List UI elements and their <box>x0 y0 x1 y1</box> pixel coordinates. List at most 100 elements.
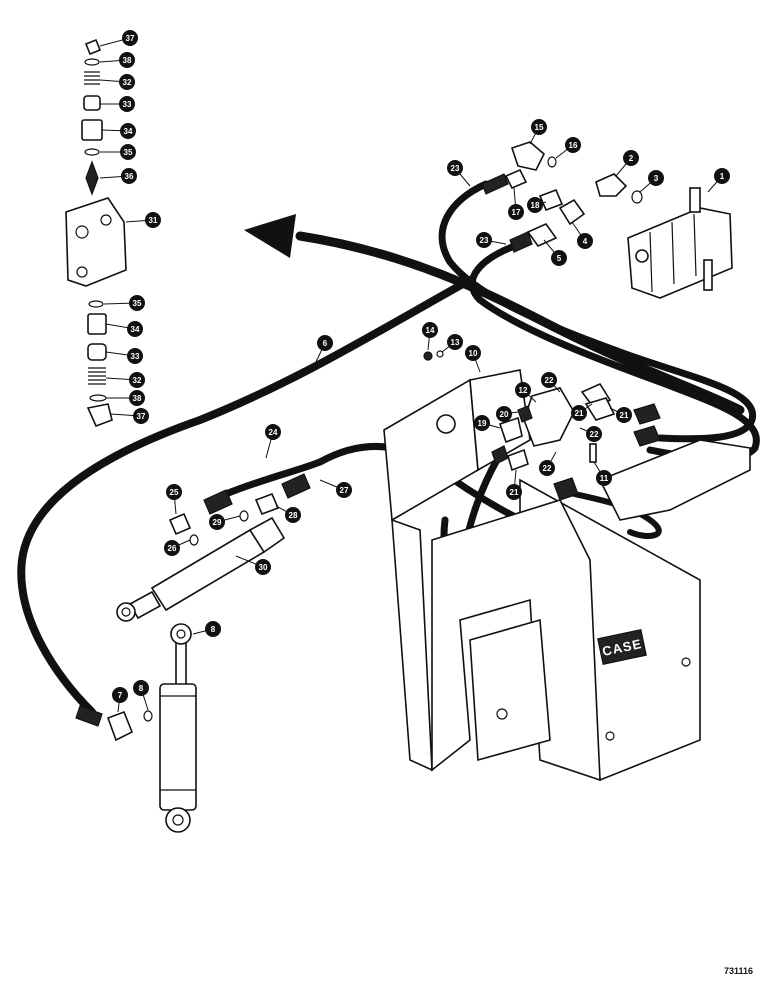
callout-bubble <box>127 321 143 337</box>
callout-label: 38 <box>123 56 132 65</box>
callout-label: 37 <box>137 412 146 421</box>
callout-label: 21 <box>620 411 629 420</box>
callout-14: 14 <box>422 322 438 351</box>
callout-label: 21 <box>575 409 584 418</box>
callout-33: 33 <box>105 348 143 364</box>
callout-label: 13 <box>451 338 460 347</box>
callout-label: 26 <box>168 544 177 553</box>
callout-5: 5 <box>543 239 567 266</box>
hose-end-27 <box>281 473 311 499</box>
callout-bubble <box>129 372 145 388</box>
fitting-21-lower <box>507 448 529 472</box>
callout-label: 35 <box>133 299 142 308</box>
callout-bubble <box>119 74 135 90</box>
fitting-28 <box>254 492 280 516</box>
callout-bubble <box>122 30 138 46</box>
callout-bubble <box>648 170 664 186</box>
callout-bubble <box>616 407 632 423</box>
callout-label: 24 <box>269 428 278 437</box>
callout-bubble <box>476 232 492 248</box>
callout-label: 15 <box>535 123 544 132</box>
callout-label: 22 <box>543 464 552 473</box>
callout-label: 31 <box>149 216 158 225</box>
callout-33: 33 <box>100 96 135 112</box>
bolt-14 <box>423 351 433 361</box>
callout-bubble <box>571 405 587 421</box>
elbow-7 <box>106 710 134 742</box>
cylinder-8 <box>75 623 197 833</box>
callout-label: 7 <box>118 691 123 700</box>
control-valve-1 <box>627 187 733 299</box>
hose-group <box>17 180 760 716</box>
callout-21: 21 <box>506 469 522 500</box>
cylinder-30 <box>116 473 311 622</box>
callout-label: 38 <box>133 394 142 403</box>
callout-1: 1 <box>707 168 730 193</box>
callout-37: 37 <box>99 30 138 47</box>
hose-6 <box>17 276 474 716</box>
callout-22: 22 <box>579 426 602 442</box>
callout-25: 25 <box>166 484 182 515</box>
callout-bubble <box>265 424 281 440</box>
callout-bubble <box>577 233 593 249</box>
callout-15: 15 <box>529 119 547 145</box>
hose-end-lower <box>509 231 533 253</box>
callout-label: 27 <box>340 486 349 495</box>
callout-34: 34 <box>105 321 143 337</box>
callout-6: 6 <box>313 335 333 367</box>
hose-end-right-1 <box>633 403 661 425</box>
callout-label: 23 <box>451 164 460 173</box>
callout-label: 12 <box>519 386 528 395</box>
callout-36: 36 <box>99 168 137 184</box>
callout-21: 21 <box>609 407 632 423</box>
o-ring-26 <box>189 534 199 546</box>
callout-31: 31 <box>125 212 161 228</box>
callout-8: 8 <box>192 621 221 637</box>
hose-end-frame <box>553 477 579 501</box>
callout-bubble <box>133 680 149 696</box>
mounting-frame: CASE <box>383 369 751 782</box>
callout-bubble <box>120 144 136 160</box>
hose-end-6 <box>75 705 103 727</box>
callout-bubble <box>623 150 639 166</box>
callout-label: 8 <box>211 625 216 634</box>
callout-label: 36 <box>125 172 134 181</box>
fitting-25 <box>168 512 192 536</box>
callout-label: 22 <box>545 376 554 385</box>
elbow-4 <box>558 198 586 226</box>
elbow-2 <box>595 173 628 197</box>
adapter-5 <box>526 223 558 247</box>
callout-bubble <box>422 322 438 338</box>
callout-label: 29 <box>213 518 222 527</box>
manifold-block <box>423 350 661 501</box>
callout-label: 5 <box>557 254 562 263</box>
callout-bubble <box>551 250 567 266</box>
callout-bubble <box>336 482 352 498</box>
hose-end-tee <box>491 445 509 465</box>
callout-26: 26 <box>164 539 191 556</box>
callout-18: 18 <box>527 197 547 213</box>
callout-bubble <box>121 168 137 184</box>
callout-23: 23 <box>447 160 471 187</box>
callout-label: 11 <box>600 474 609 483</box>
callout-bubble <box>515 382 531 398</box>
callout-label: 1 <box>720 172 725 181</box>
callout-bubble <box>714 168 730 184</box>
callout-35: 35 <box>100 144 136 160</box>
callout-10: 10 <box>465 345 481 373</box>
callout-bubble <box>586 426 602 442</box>
callout-23: 23 <box>476 232 507 248</box>
callout-38: 38 <box>106 390 145 406</box>
elbow-21-right <box>584 397 616 421</box>
callout-8: 8 <box>133 680 149 711</box>
callout-label: 17 <box>512 208 521 217</box>
arrow-head <box>244 214 296 258</box>
callout-32: 32 <box>99 74 135 90</box>
callout-label: 23 <box>480 236 489 245</box>
fitting-17 <box>504 168 528 190</box>
callout-30: 30 <box>235 555 271 575</box>
callout-bubble <box>166 484 182 500</box>
callout-label: 18 <box>531 201 540 210</box>
